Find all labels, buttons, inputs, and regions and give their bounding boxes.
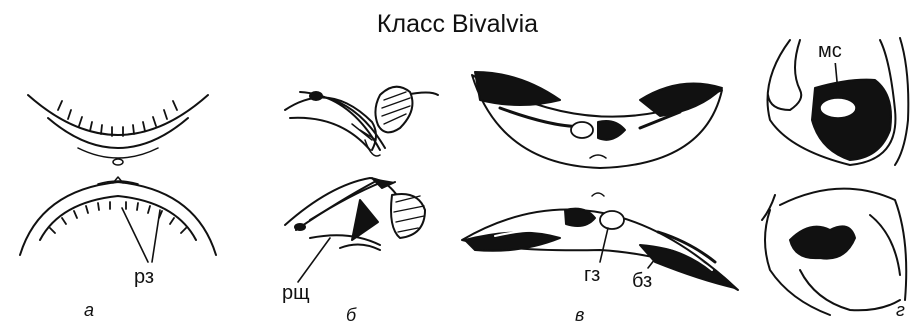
panel-letter-a: а: [84, 300, 94, 321]
panel-v-drawing: [462, 72, 738, 290]
label-gz: гз: [584, 264, 600, 287]
panel-letter-g: г: [896, 300, 905, 321]
panel-a-drawing: [20, 95, 216, 262]
label-bz: бз: [632, 270, 652, 293]
panel-letter-v: в: [575, 305, 584, 326]
panel-letter-b: б: [346, 305, 356, 326]
panel-b-drawing: [285, 87, 438, 282]
panel-g-drawing: [762, 38, 908, 315]
label-rz: рз: [134, 266, 154, 289]
label-rshch: рщ: [282, 282, 310, 305]
label-ms: мс: [816, 40, 844, 63]
